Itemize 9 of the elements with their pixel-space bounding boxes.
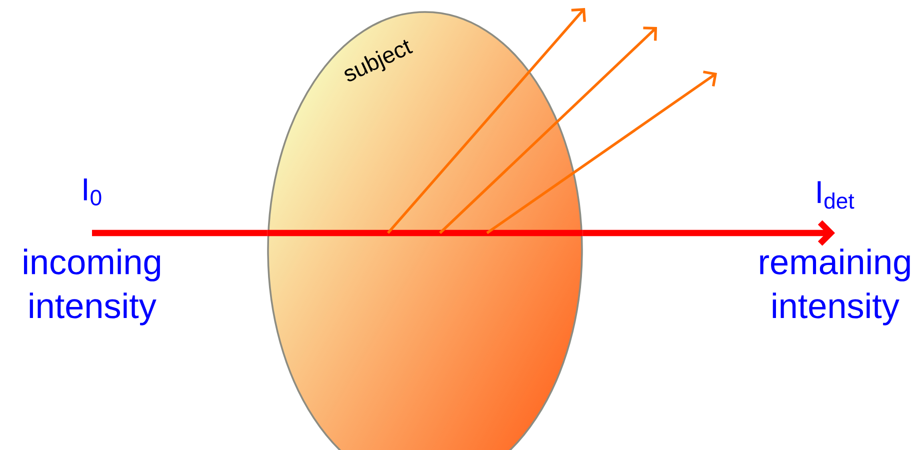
scattered-ray-arrow [387, 8, 586, 234]
intensity-description: incoming intensity [24, 248, 160, 326]
intensity-symbol: I$_{det}$ [818, 181, 854, 209]
scattered-ray-arrow [439, 26, 657, 234]
beam-line [92, 230, 268, 236]
arrow [582, 220, 835, 246]
intensity-symbol: I$_{0}$ [84, 178, 102, 206]
scattered-ray-arrow [486, 70, 717, 234]
intensity-description: remaining intensity [760, 248, 910, 326]
